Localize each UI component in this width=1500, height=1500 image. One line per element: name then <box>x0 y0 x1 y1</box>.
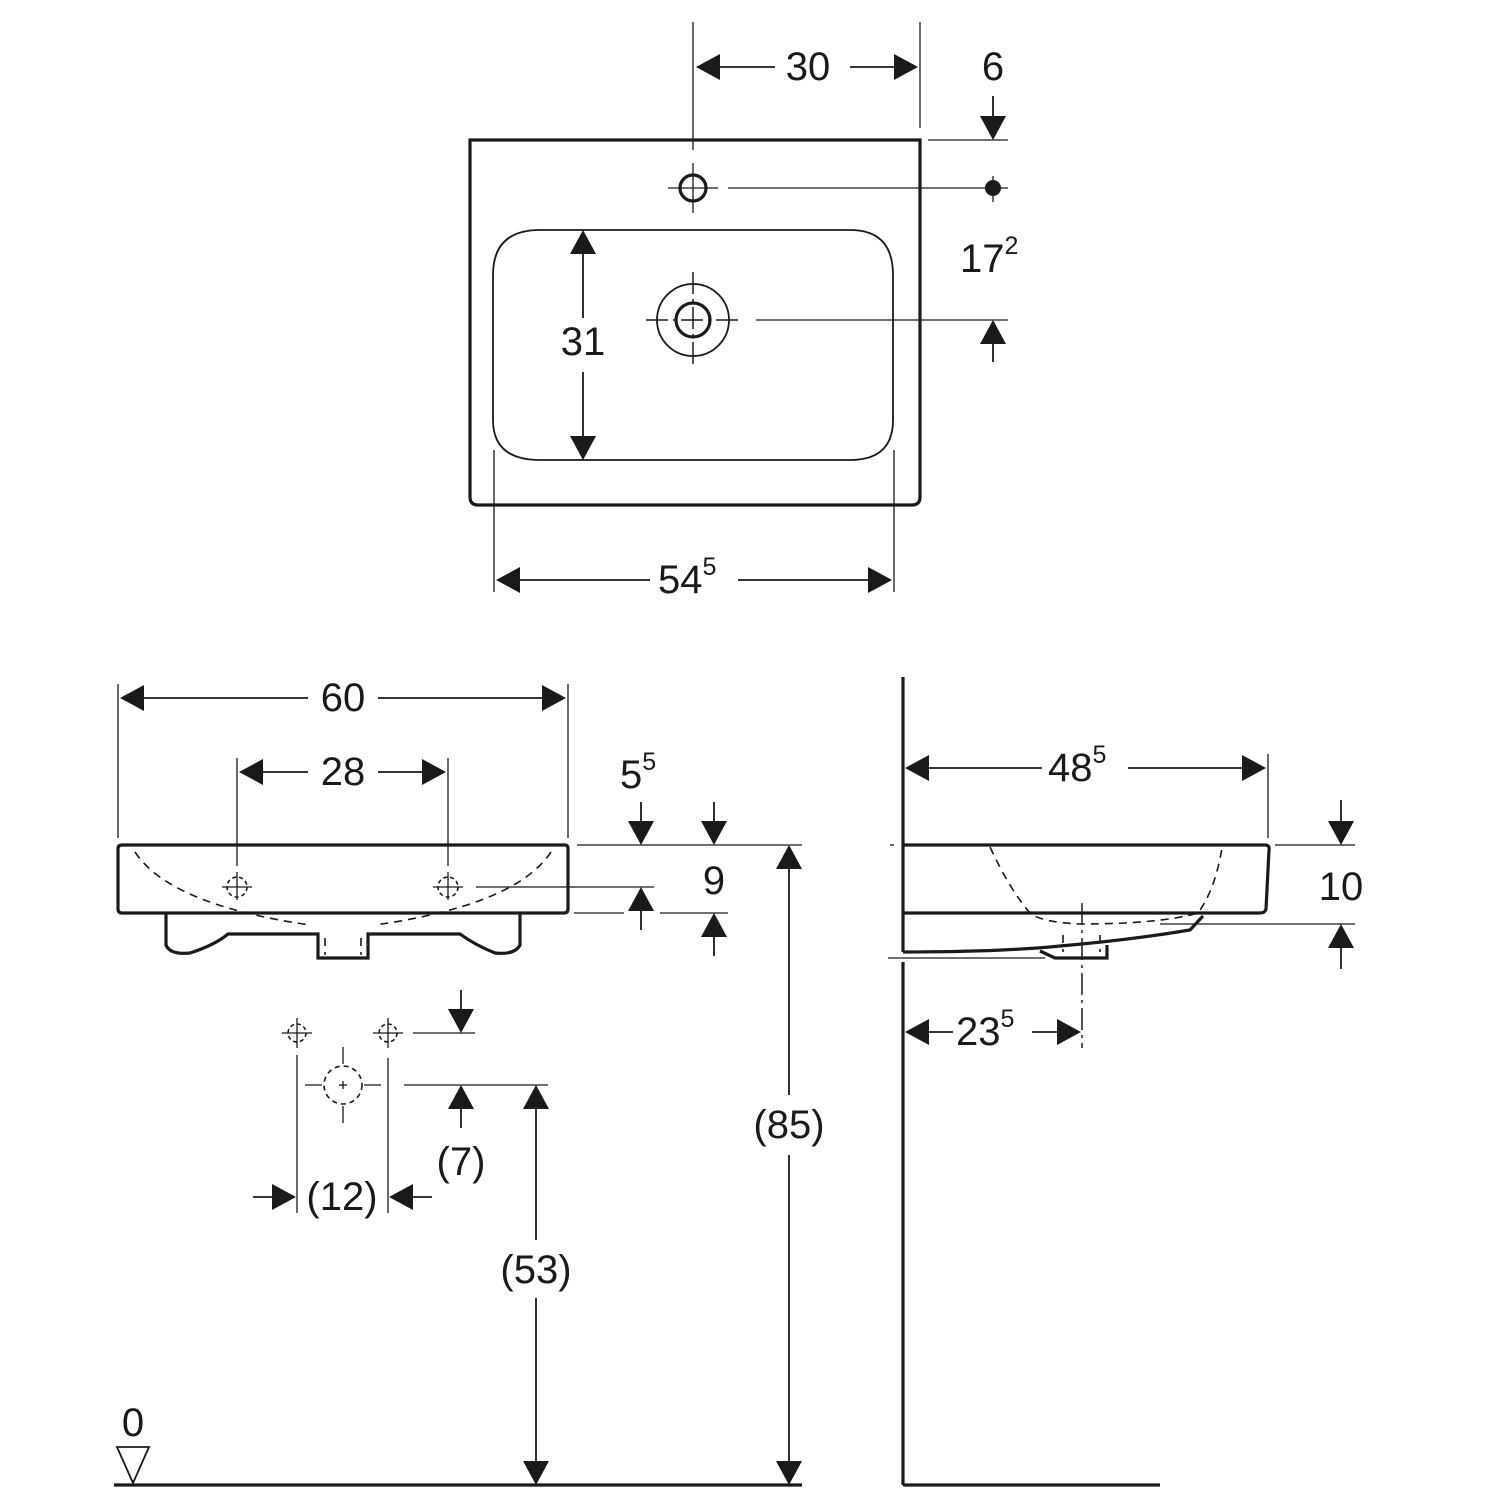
rough-in-fixing-left <box>282 1018 312 1048</box>
dim-rough-in-horizontal: (12) <box>306 1175 377 1219</box>
side-view: 485 10 235 <box>888 677 1364 1487</box>
dim-rim-from-floor: (85) <box>753 1103 824 1147</box>
basin-front-outline <box>116 843 570 915</box>
dim-rim-height: 9 <box>703 859 725 903</box>
dim-bowl-depth: 31 <box>561 320 606 364</box>
floor-level-marker <box>115 1446 151 1486</box>
dim-waste-projection: 235 <box>956 1005 1014 1054</box>
dim-overall-width: 60 <box>321 676 366 720</box>
fixing-hole-left <box>222 872 252 900</box>
rough-in-waste <box>305 1047 381 1123</box>
basin-outline <box>468 138 922 507</box>
dim-basin-height: 10 <box>1319 865 1364 909</box>
dim-waste-from-tap: 172 <box>960 232 1018 281</box>
dim-tap-offset: 30 <box>786 45 831 89</box>
bowl-outline <box>492 229 894 461</box>
dim-waste-height: (53) <box>500 1248 571 1292</box>
tap-hole <box>668 163 718 213</box>
rough-in-fixing-right <box>373 1018 403 1048</box>
front-view: 60 28 55 9 <box>114 676 825 1487</box>
dim-bowl-width: 545 <box>658 553 716 602</box>
fixing-hole-right <box>433 872 463 900</box>
dim-fixing-spacing: 28 <box>321 750 366 794</box>
waste-outlet <box>646 272 740 368</box>
top-view: 30 6 172 31 545 <box>468 22 1018 602</box>
dim-fixing-height: 55 <box>620 748 656 797</box>
basin-underside <box>164 913 522 960</box>
dim-rough-in-vertical: (7) <box>437 1140 486 1184</box>
dim-projection: 485 <box>1048 741 1106 790</box>
dim-tap-from-back: 6 <box>982 45 1004 89</box>
floor-level-label: 0 <box>122 1401 144 1445</box>
basin-side-outline <box>903 843 1271 915</box>
